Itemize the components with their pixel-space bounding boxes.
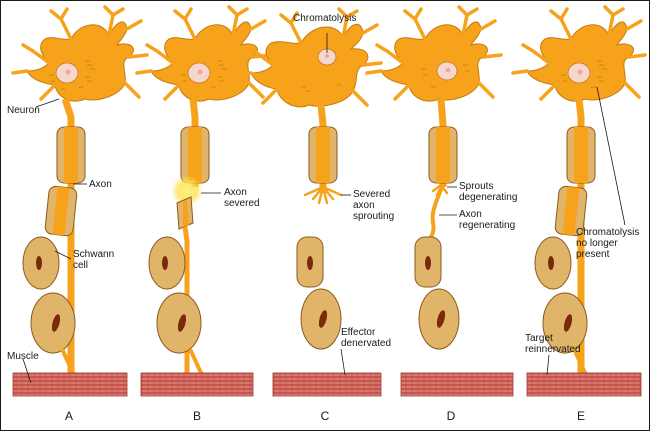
panel-b-severed-glow	[171, 175, 203, 207]
sprouts-degenerating-label: Sprouts degenerating	[459, 181, 518, 203]
panel-letter-b: B	[192, 409, 201, 423]
panel-d-neuron	[380, 21, 488, 102]
panel-letter-c: C	[320, 409, 330, 423]
axon-regenerating-label: Axon regenerating	[459, 209, 516, 231]
muscle-label: Muscle	[7, 351, 39, 362]
panel-c-neuron	[250, 23, 369, 108]
target-reinnervated-label: Target reinnervated	[525, 333, 581, 355]
panel-e-neuron	[526, 21, 634, 102]
panel-b	[135, 5, 273, 397]
chromatolysis-no-longer-present-label: Chromatolysis no longer present	[576, 227, 640, 260]
neuron-label: Neuron	[7, 105, 40, 116]
panel-a-neuron	[26, 21, 134, 102]
panel-c	[235, 7, 383, 397]
panel-a-muscle	[12, 372, 128, 397]
panel-letter-d: D	[446, 409, 456, 423]
panel-b-neuron	[150, 21, 258, 102]
axon-label: Axon	[89, 179, 112, 190]
axon-severed-label: Axon severed	[224, 187, 260, 209]
panel-e	[511, 5, 647, 397]
schwann-cell-label: Schwann cell	[73, 249, 115, 271]
chromatolysis-label: Chromatolysis	[293, 13, 357, 24]
panel-letter-e: E	[576, 409, 585, 423]
panel-letter-a: A	[64, 409, 73, 423]
panel-a	[11, 5, 149, 397]
panel-d	[365, 5, 514, 397]
panel-c-sprouts	[303, 185, 343, 205]
severed-axon-sprouting-label: Severed axon sprouting	[353, 189, 395, 222]
effector-denervated-label: Effector denervated	[341, 327, 392, 349]
